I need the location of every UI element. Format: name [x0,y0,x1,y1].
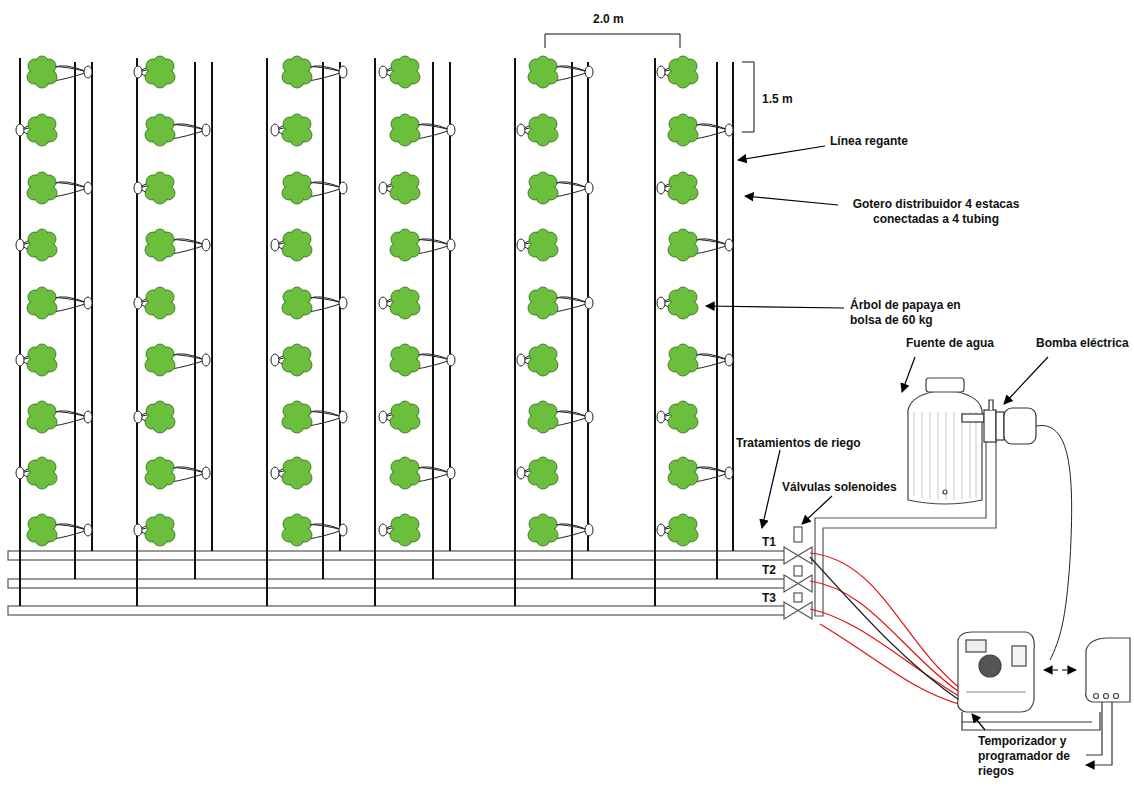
drip-line [266,58,268,606]
papaya-tree [16,457,57,489]
drip-line [432,62,434,579]
papaya-tree [145,457,210,489]
drip-line [74,62,76,579]
papaya-tree [528,172,593,204]
callout-label: Válvulas solenoides [782,480,897,495]
drip-line [194,62,196,579]
papaya-tree [657,56,698,88]
papaya-trees [16,56,733,546]
drip-line [716,62,718,579]
papaya-tree [517,229,558,261]
papaya-tree [27,287,92,319]
papaya-tree [668,457,733,489]
treatment-label: T2 [762,563,776,578]
valve-wires [810,553,962,705]
treatment-label: T1 [762,535,776,550]
papaya-tree [668,229,733,261]
papaya-tree [668,114,733,146]
papaya-tree [145,344,210,376]
drip-line [514,58,516,606]
drip-line [374,58,376,606]
remote-unit [1086,638,1130,765]
callout-label: Tratamientos de riego [736,436,861,451]
callout-label: Gotero distribuidor 4 estacas conectadas… [830,197,1042,227]
treatment-label: T3 [762,591,776,606]
papaya-tree [271,344,312,376]
papaya-tree [517,457,558,489]
papaya-tree [390,457,455,489]
papaya-tree [379,287,420,319]
papaya-tree [16,114,57,146]
papaya-tree [528,514,593,546]
papaya-tree [134,172,175,204]
papaya-tree [282,287,347,319]
papaya-tree [282,401,347,433]
papaya-tree [657,287,698,319]
dimension-bracket [742,62,754,132]
papaya-tree [145,229,210,261]
papaya-tree [390,114,455,146]
papaya-tree [379,401,420,433]
papaya-tree [379,56,420,88]
dimension-label: 1.5 m [762,92,793,107]
papaya-tree [27,514,92,546]
papaya-tree [390,344,455,376]
drip-line [19,58,21,606]
papaya-tree [16,344,57,376]
papaya-tree [657,401,698,433]
papaya-tree [379,172,420,204]
drip-line [322,62,324,579]
wireless-link [1044,669,1076,670]
papaya-tree [282,56,347,88]
drip-line [654,58,656,606]
solenoid-valves [784,527,812,619]
callout-label: Temporizador y programador de riegos [978,734,1082,779]
dimension-label: 2.0 m [593,12,624,27]
drip-line [571,62,573,579]
drip-lines [20,58,733,606]
papaya-tree [657,172,698,204]
papaya-tree [271,229,312,261]
papaya-tree [27,401,92,433]
papaya-tree [134,287,175,319]
callout-label: Bomba eléctrica [1036,336,1129,351]
drip-line [211,62,213,551]
header-pipes [8,551,786,615]
papaya-tree [27,172,92,204]
papaya-tree [390,229,455,261]
papaya-tree [134,401,175,433]
papaya-tree [145,114,210,146]
papaya-tree [528,287,593,319]
papaya-tree [668,344,733,376]
papaya-tree [271,457,312,489]
papaya-tree [271,114,312,146]
papaya-tree [517,114,558,146]
papaya-tree [134,514,175,546]
papaya-tree [282,514,347,546]
irrigation-controller [958,632,1100,730]
leader-lines [706,146,1048,730]
water-tank [908,378,982,504]
papaya-tree [657,514,698,546]
callout-label: Árbol de papaya en bolsa de 60 kg [850,298,980,328]
papaya-tree [528,56,593,88]
papaya-tree [27,56,92,88]
papaya-tree [517,344,558,376]
callout-label: Fuente de agua [906,336,994,351]
papaya-tree [379,514,420,546]
papaya-tree [134,56,175,88]
papaya-tree [528,401,593,433]
dimension-bracket [545,34,680,48]
electric-pump [962,400,1072,660]
callout-label: Línea regante [830,134,908,149]
papaya-tree [16,229,57,261]
papaya-tree [282,172,347,204]
